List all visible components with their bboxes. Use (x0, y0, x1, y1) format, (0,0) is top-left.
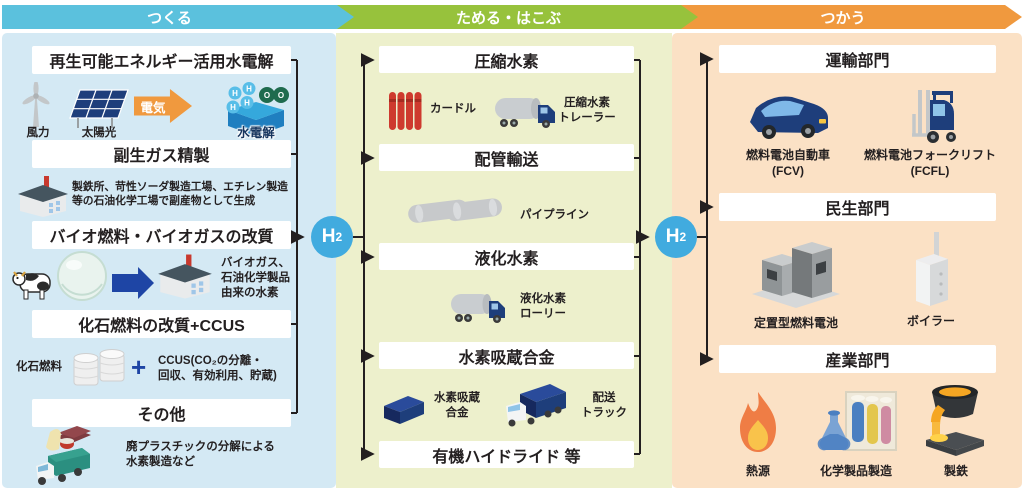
box-bio-reforming: バイオ燃料・バイオガスの改質 (32, 221, 291, 249)
cardle-label: カードル (430, 103, 476, 115)
o-bubble: O (278, 91, 284, 100)
forklift-icon (912, 90, 956, 143)
box-renewable-electrolysis: 再生可能エネルギー活用水電解 (32, 46, 291, 74)
h-bubble: H (230, 103, 236, 112)
waste-truck-icon (36, 426, 91, 485)
box-fossil-ccus: 化石燃料の改質+CCUS (32, 310, 291, 338)
fossil-fuel-label: 化石燃料 (16, 361, 62, 373)
box-consumer-sector: 民生部門 (719, 193, 996, 221)
fcv-label: 燃料電池自動車 (FCV) (745, 148, 830, 178)
fuelcell-label: 定置型燃料電池 (753, 316, 838, 330)
stationary-fuelcell-icon (752, 242, 840, 308)
alloy-label: 水素吸蔵 合金 (434, 392, 480, 419)
flame-icon (740, 392, 776, 452)
h-bubble: H (244, 99, 250, 108)
byproduct-note: 製鉄所、苛性ソーダ製造工場、エチレン製造 等の石油化学工場で副産物として生成 (72, 181, 288, 208)
header-make: つくる (2, 5, 354, 29)
pipeline-icon (408, 198, 502, 223)
boiler-label: ボイラー (906, 314, 955, 328)
h-bubble: H (232, 89, 238, 98)
electricity-label: 電気 (140, 100, 166, 115)
delivery-truck-icon (506, 384, 566, 427)
alloy-block-icon (384, 396, 424, 424)
o-bubble: O (264, 91, 270, 100)
heat-label: 熱源 (745, 464, 770, 478)
fcfl-label: 燃料電池フォークリフト (FCFL) (863, 148, 996, 178)
fuel-barrels-icon (73, 349, 125, 386)
pipeline-label: パイプライン (520, 209, 589, 221)
boiler-icon (916, 232, 948, 306)
ccus-note: CCUS(CO₂の分離・ 回収、有効利用、貯蔵) (158, 355, 277, 382)
bio-note: バイオガス、 石油化学製品 由来の水素 (221, 257, 290, 299)
lh2-lorry-icon (451, 294, 505, 323)
box-other: その他 (32, 399, 291, 427)
box-transport-sector: 運輸部門 (719, 45, 996, 73)
h2-symbol: H (665, 226, 680, 247)
steel-ladle-icon (926, 385, 984, 456)
h2-trailer-icon (495, 98, 555, 128)
box-industry-sector: 産業部門 (719, 345, 996, 373)
wind-turbine-icon (22, 82, 50, 127)
box-organic-hydride: 有機ハイドライド 等 (379, 441, 634, 468)
trailer-label: 圧縮水素 トレーラー (558, 97, 616, 124)
solar-label: 太陽光 (81, 127, 117, 139)
electrolysis-icon: H H H H O O (226, 82, 289, 136)
factory-icon (18, 176, 68, 217)
lorry-label: 液化水素 ローリー (520, 293, 566, 320)
steel-label: 製鉄 (943, 464, 968, 478)
cylinder-bundle-icon (389, 92, 422, 130)
biogas-digester-icon (57, 251, 107, 301)
wind-label: 風力 (26, 127, 50, 139)
h-bubble: H (246, 85, 252, 94)
truck-label: 配送 トラック (581, 392, 627, 419)
chemical-label: 化学製品製造 (819, 464, 892, 478)
box-liquefied-h2: 液化水素 (379, 243, 634, 270)
cow-icon (12, 271, 51, 300)
box-pipe-transport: 配管輸送 (379, 144, 634, 171)
box-byproduct-gas: 副生ガス精製 (32, 140, 291, 168)
box-storage-alloy: 水素吸蔵合金 (379, 342, 634, 369)
chemical-plant-icon (817, 391, 897, 451)
box-compressed-h2: 圧縮水素 (379, 46, 634, 73)
header-store: ためる・はこぶ (336, 5, 698, 29)
electrolysis-label: 水電解 (237, 126, 275, 140)
plus-sign: + (131, 352, 147, 382)
header-use: つかう (681, 5, 1022, 29)
h2-symbol: H (321, 226, 336, 247)
solar-panel-icon (69, 89, 129, 128)
fcv-car-icon (750, 96, 828, 139)
other-note: 廃プラスチックの分解による 水素製造など (126, 441, 275, 468)
bio-factory-icon (158, 254, 212, 299)
